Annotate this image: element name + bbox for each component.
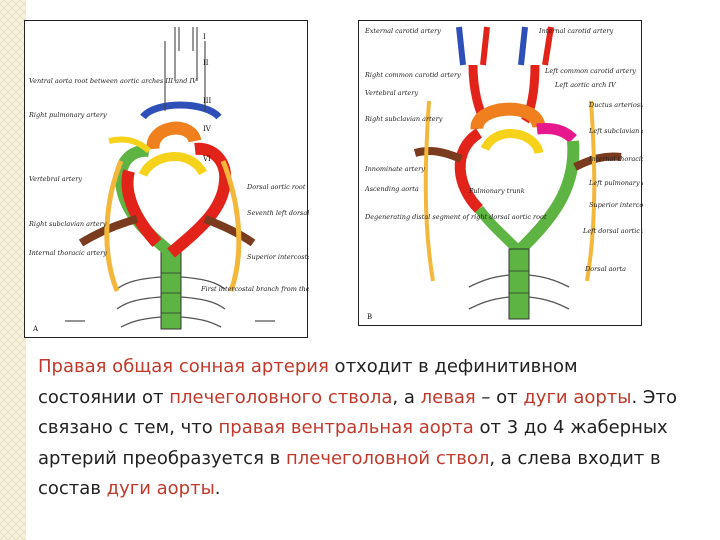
arch-number-1: I <box>203 33 206 41</box>
caption-right-carotid: Правая общая сонная артерия <box>38 356 329 377</box>
label-left-dorsal-root: Left dorsal aortic root <box>582 227 643 235</box>
arch-number-4: IV <box>203 125 212 133</box>
caption-segment: отходит в дефинитивном состоянии от <box>38 356 578 408</box>
label-superior-intercostal: Superior intercostal artery <box>247 253 309 261</box>
label-left-common-carotid: Left common carotid artery <box>544 67 636 75</box>
caption-segment: , а слева входит в состав <box>38 447 661 500</box>
label-degenerating: Degenerating distal segment of right dor… <box>364 213 547 221</box>
panel-letter-b: B <box>367 313 372 321</box>
panel-letter-a: A <box>32 325 39 333</box>
label-vertebral: Vertebral artery <box>29 175 82 183</box>
caption-segment: , а <box>392 386 421 408</box>
caption-segment: . Это связано с тем, что <box>38 386 677 439</box>
label-left-pulmonary: Left pulmonary artery <box>588 179 643 187</box>
figure-a-embryonic-arches: I II III IV VI Ventral aorta root betwee… <box>24 20 309 338</box>
label-ductus: Ductus arteriosus <box>588 101 643 109</box>
caption-left: левая <box>420 386 476 408</box>
label-dorsal-aorta: Dorsal aorta <box>584 265 626 273</box>
caption-aortic-arch: дуги аорты <box>523 386 632 408</box>
label-internal-carotid: Internal carotid artery <box>538 27 614 35</box>
label-right-subclavian: Right subclavian artery <box>28 220 107 228</box>
caption-brachiocephalic-trunk-2: плечеголовной ствол <box>285 447 490 469</box>
caption-text: Правая общая сонная артерия отходит в де… <box>38 352 678 505</box>
caption-segment: . <box>214 478 221 499</box>
label-left-aortic-arch: Left aortic arch IV <box>554 81 617 89</box>
decorative-side-strip <box>0 0 26 540</box>
caption-aortic-arch-2: дуги аорты <box>106 478 215 499</box>
caption-brachiocephalic-trunk: плечеголовного ствола <box>169 386 393 408</box>
label-ascending-aorta: Ascending aorta <box>364 185 419 193</box>
arch-number-3: III <box>203 97 212 105</box>
figure-b-definitive-arteries: External carotid artery Internal carotid… <box>358 20 643 326</box>
label-pulmonary-trunk: Pulmonary trunk <box>468 187 525 195</box>
label-external-carotid: External carotid artery <box>364 27 441 35</box>
label-dorsal-aortic-root: Dorsal aortic root <box>246 183 306 191</box>
label-right-common-carotid: Right common carotid artery <box>364 71 461 79</box>
caption-segment: от 3 до 4 жаберных артерий преобразуется… <box>38 417 668 469</box>
label-internal-thoracic: Internal thoracic artery <box>28 249 107 257</box>
label-internal-thoracic-b: Internal thoracic artery <box>588 155 643 163</box>
label-seventh-dorsal: Seventh left dorsal intersegmental arter… <box>247 209 309 217</box>
label-superior-intercostal-b: Superior intercostal artery <box>589 201 643 209</box>
arch-number-6: VI <box>202 155 211 163</box>
label-innominate: Innominate artery <box>364 165 425 173</box>
caption-right-ventral-aorta: правая вентральная аорта <box>218 417 474 438</box>
label-right-subclavian-b: Right subclavian artery <box>364 115 443 123</box>
label-right-pulmonary: Right pulmonary artery <box>28 111 107 119</box>
arch-number-2: II <box>203 59 209 67</box>
label-first-intercostal: First intercostal branch from the dorsal… <box>200 285 309 293</box>
label-left-subclavian: Left subclavian artery <box>588 127 643 135</box>
strip-pattern <box>0 0 26 540</box>
label-vertebral-b: Vertebral artery <box>365 89 418 97</box>
caption-segment: – от <box>475 386 524 408</box>
label-ventral-aorta: Ventral aorta root between aortic arches… <box>29 77 198 85</box>
